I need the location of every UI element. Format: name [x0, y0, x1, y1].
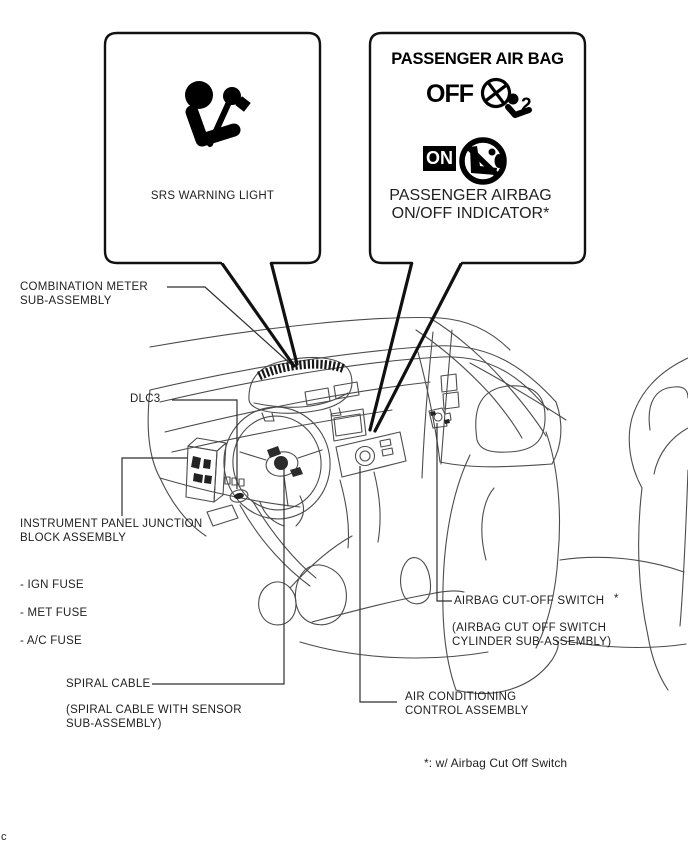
fuse-item-met: - MET FUSE: [20, 607, 88, 619]
airbag-cutoff-switch-drawing: [428, 407, 452, 429]
indicator-line2: ON/OFF INDICATOR*: [391, 205, 550, 222]
off-label: OFF: [426, 80, 474, 108]
steering-wheel-spiral-cable-drawing: [223, 406, 331, 527]
dlc3-label: DLC3: [130, 393, 161, 405]
indicator-line1: PASSENGER AIRBAG: [389, 187, 552, 204]
seats-drawing: [239, 385, 561, 694]
dlc3-connector-drawing: [229, 489, 249, 503]
passenger-airbag-callout-box: [368, 31, 587, 265]
junction-block-drawing: [185, 437, 245, 503]
junction-block-label: INSTRUMENT PANEL JUNCTION BLOCK ASSEMBLY: [20, 518, 203, 544]
leader-lines: [121, 286, 452, 703]
callout-pointer-tails: [219, 260, 464, 433]
footnote: *: w/ Airbag Cut Off Switch: [424, 756, 568, 770]
airbag-occupant-icon: [505, 93, 532, 118]
passenger-airbag-indicator-label: PASSENGER AIRBAG ON/OFF INDICATOR*: [363, 187, 578, 223]
srs-airbag-warning-icon: [185, 81, 251, 147]
no-rear-facing-child-seat-icon: [459, 137, 507, 185]
combination-meter-drawing: [248, 356, 360, 422]
callout-boxes: [103, 31, 587, 265]
passenger-air-bag-title: PASSENGER AIR BAG: [391, 50, 564, 68]
corner-mark: c: [1, 831, 7, 843]
ac-control-label: AIR CONDITIONING CONTROL ASSEMBLY: [405, 691, 529, 717]
fuse-item-ac: - A/C FUSE: [20, 635, 82, 647]
airbag-cutoff-sub-label: (AIRBAG CUT OFF SWITCH CYLINDER SUB-ASSE…: [452, 622, 612, 648]
off-occupant-count: 2: [521, 95, 532, 116]
srs-warning-light-label: SRS WARNING LIGHT: [150, 190, 275, 202]
combination-meter-label: COMBINATION METER SUB-ASSEMBLY: [20, 281, 148, 307]
ac-control-drawing: [330, 408, 407, 549]
airbag-cutoff-label: AIRBAG CUT-OFF SWITCH: [454, 595, 605, 607]
fuse-item-ign: - IGN FUSE: [20, 579, 84, 591]
on-badge: ON: [423, 146, 456, 171]
spiral-cable-sub-label: (SPIRAL CABLE WITH SENSOR SUB-ASSEMBLY): [66, 704, 242, 730]
spiral-cable-label: SPIRAL CABLE: [66, 678, 151, 690]
srs-callout-box: [103, 31, 322, 265]
airbag-cutoff-star: *: [614, 593, 619, 605]
dashboard-drawing: [147, 316, 688, 691]
